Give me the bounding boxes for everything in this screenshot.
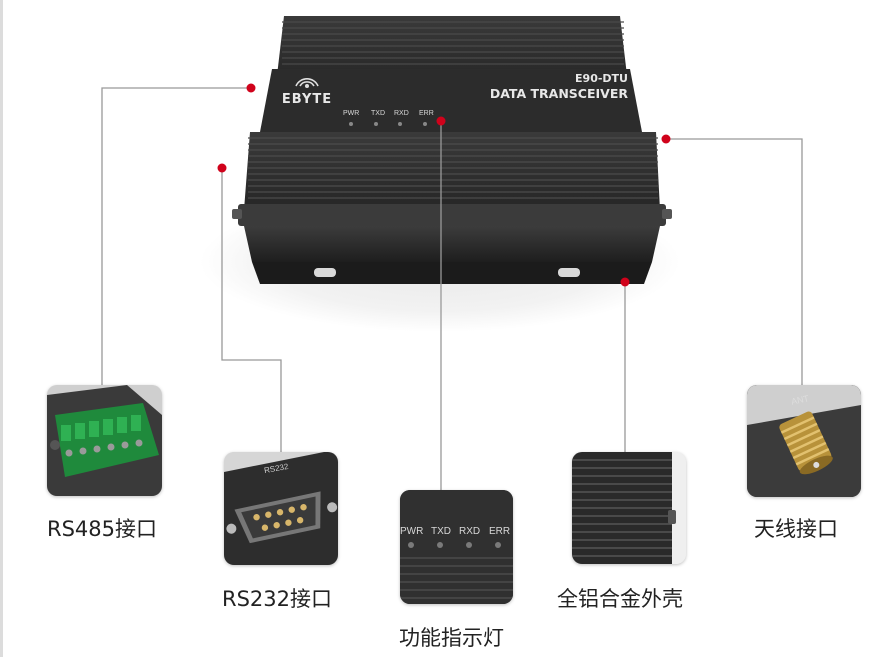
rs232-db9-image (224, 452, 338, 565)
brand-name: EBYTE (281, 92, 333, 107)
tile-antenna: ANT (747, 385, 861, 497)
caption-rs485: RS485接口 (47, 517, 158, 541)
callout-line-rs232 (221, 168, 282, 452)
callout-dot-rs232 (217, 163, 227, 173)
callout-line-rs485 (101, 87, 251, 385)
led-label-rxd: RXD (394, 110, 409, 117)
callout-dot-shell (620, 277, 630, 287)
brand-logo: EBYTE (272, 72, 342, 107)
device-leds (349, 122, 427, 126)
tile-leds: PWR TXD RXD ERR (400, 490, 513, 604)
led-label-err: ERR (419, 110, 434, 117)
tile-shell (572, 452, 686, 564)
callout-dot-leds (436, 116, 446, 126)
tile-led-label-pwr: PWR (400, 526, 424, 537)
left-border (0, 0, 3, 657)
dtu-device (232, 16, 672, 284)
callout-line-antenna (666, 138, 803, 388)
tile-led-label-rxd: RXD (459, 526, 481, 537)
caption-leds: 功能指示灯 (399, 626, 504, 650)
led-label-pwr: PWR (343, 110, 360, 117)
rs485-terminal-image (47, 385, 162, 496)
callout-dot-antenna (661, 134, 671, 144)
led-label-txd: TXD (371, 110, 385, 117)
caption-rs232: RS232接口 (222, 587, 333, 611)
tile-rs232: RS232 (224, 452, 338, 565)
product-line: DATA TRANSCEIVER (489, 86, 628, 101)
sma-antenna-image (747, 385, 861, 497)
tile-led-label-err: ERR (489, 526, 511, 537)
shell-fins-image (572, 452, 686, 564)
model-name: E90-DTU (575, 72, 628, 85)
signal-waves-icon (295, 78, 319, 88)
caption-antenna: 天线接口 (754, 517, 838, 541)
tile-rs485 (47, 385, 162, 496)
led-panel-image (400, 490, 513, 604)
caption-shell: 全铝合金外壳 (557, 587, 683, 611)
tile-led-label-txd: TXD (431, 526, 451, 537)
callout-dot-rs485 (246, 83, 256, 93)
